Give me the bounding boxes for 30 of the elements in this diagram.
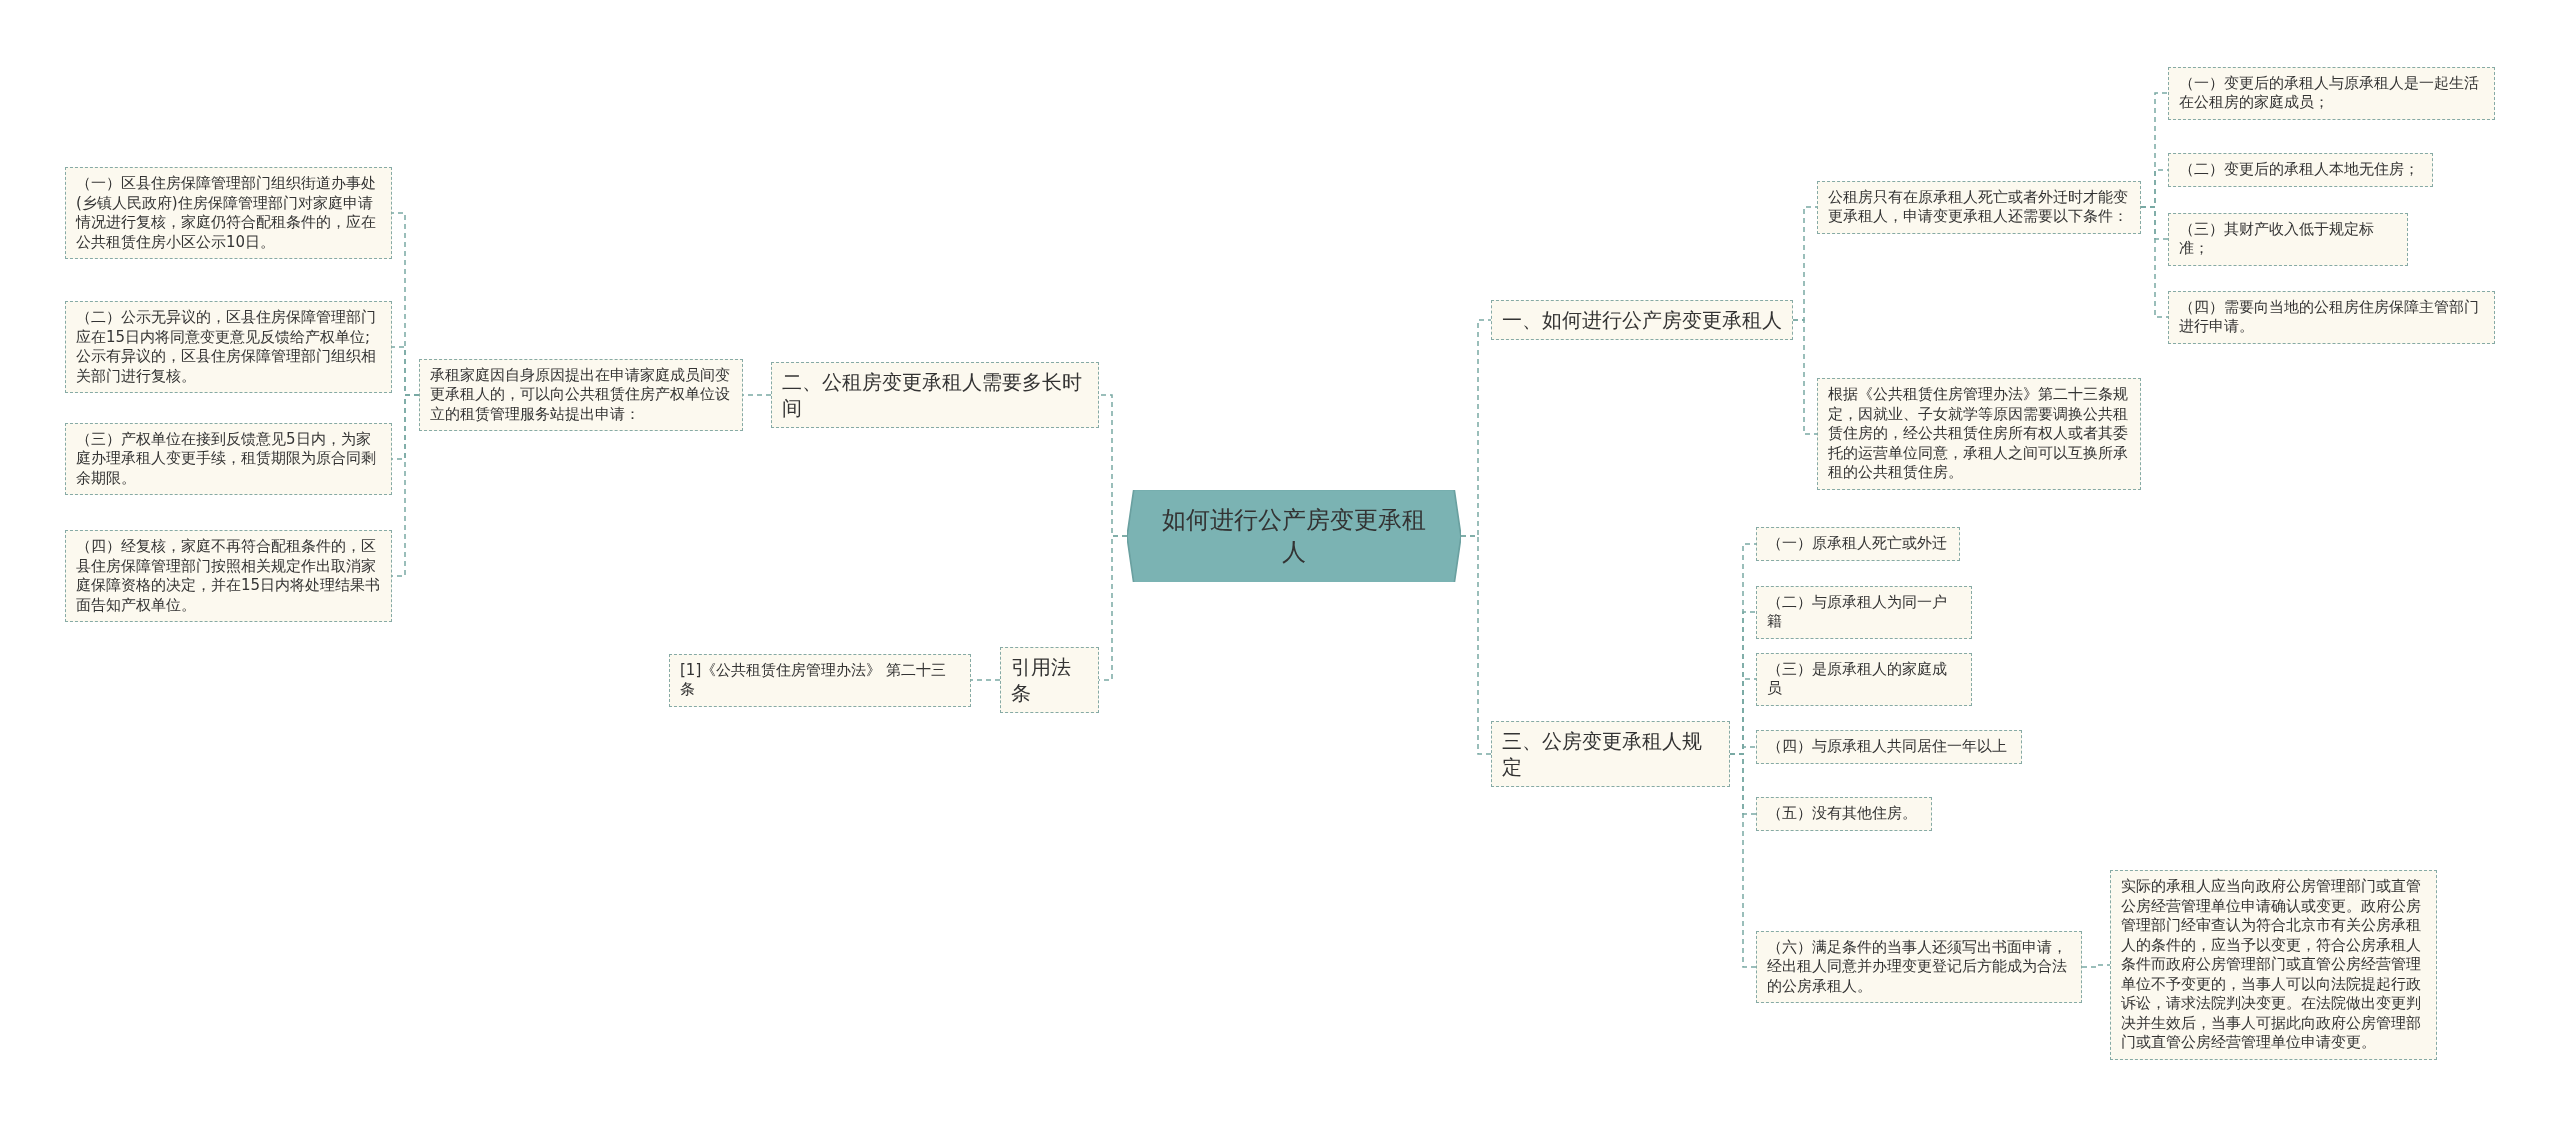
detail-box: （五）没有其他住房。: [1756, 797, 1932, 831]
detail-box: （三）产权单位在接到反馈意见5日内，为家庭办理承租人变更手续，租赁期限为原合同剩余期限。: [65, 422, 392, 496]
detail-box: （一）区县住房保障管理部门组织街道办事处(乡镇人民政府)住房保障管理部门对家庭申请情况进行复核，家庭仍符合配租条件的，应在公共租赁住房小区公示10日。: [65, 167, 392, 259]
detail-box: 公租房只有在原承租人死亡或者外迁时才能变更承租人，申请变更承租人还需要以下条件：: [1817, 180, 2141, 234]
detail-box: （六）满足条件的当事人还须写出书面申请，经出租人同意并办理变更登记后方能成为合法的公房承租人。: [1756, 930, 2082, 1004]
topic-box: 一、如何进行公产房变更承租人: [1491, 300, 1793, 340]
detail-box: （二）与原承租人为同一户籍: [1756, 585, 1972, 639]
detail-box: （三）其财产收入低于规定标准；: [2168, 212, 2408, 266]
detail-box: （三）是原承租人的家庭成员: [1756, 652, 1972, 706]
detail-box: （二）变更后的承租人本地无住房；: [2168, 153, 2433, 187]
connector-line: [1792, 319, 1818, 435]
detail-box: 承租家庭因自身原因提出在申请家庭成员间变更承租人的，可以向公共租赁住房产权单位设立的租赁管理服务站提出申请：: [419, 358, 743, 432]
connector-line: [1460, 535, 1492, 755]
topic-box: 二、公租房变更承租人需要多长时间: [771, 362, 1099, 428]
detail-box: 根据《公共租赁住房管理办法》第二十三条规定，因就业、子女就学等原因需要调换公共租赁住房的，经公共租赁住房所有权人或者其委托的运营单位同意，承租人之间可以互换所承租的公共租赁住房。: [1817, 378, 2141, 490]
detail-box: （四）需要向当地的公租房住房保障主管部门进行申请。: [2168, 290, 2495, 344]
detail-box: （二）公示无异议的，区县住房保障管理部门应在15日内将同意变更意见反馈给产权单位;公示有异议的，区县住房保障管理部门组织相关部门进行复核。: [65, 301, 392, 393]
connector-line: [1729, 753, 1757, 968]
connector-line: [2140, 206, 2169, 318]
detail-box: [1]《公共租赁住房管理办法》 第二十三条: [669, 653, 971, 707]
central-topic: 如何进行公产房变更承租人: [1127, 489, 1461, 583]
topic-box: 引用法条: [1000, 647, 1099, 713]
detail-box: （四）经复核，家庭不再符合配租条件的，区县住房保障管理部门按照相关规定作出取消家庭保障资格的决定，并在15日内将处理结果书面告知产权单位。: [65, 530, 392, 622]
detail-box: （四）与原承租人共同居住一年以上: [1756, 730, 2022, 764]
detail-box: 实际的承租人应当向政府公房管理部门或直管公房经营管理单位申请确认或变更。政府公房管理部门经审查认为符合北京市有关公房承租人的条件的，应当予以变更，符合公房承租人条件而政府公房管理部门或直管公房经营管理单位不予变更的，当事人可以向法院提起行政诉讼，请求法院判决变更。在法院做出变更判决并生效后，当事人可据此向政府公房管理部门或直管公房经营管理单位申请变更。: [2110, 870, 2437, 1060]
topic-box: 三、公房变更承租人规定: [1491, 721, 1730, 787]
detail-box: （一）原承租人死亡或外迁: [1756, 527, 1960, 561]
connector-line: [970, 679, 1001, 681]
connector-line: [2081, 964, 2111, 968]
detail-box: （一）变更后的承租人与原承租人是一起生活在公租房的家庭成员；: [2168, 66, 2495, 120]
